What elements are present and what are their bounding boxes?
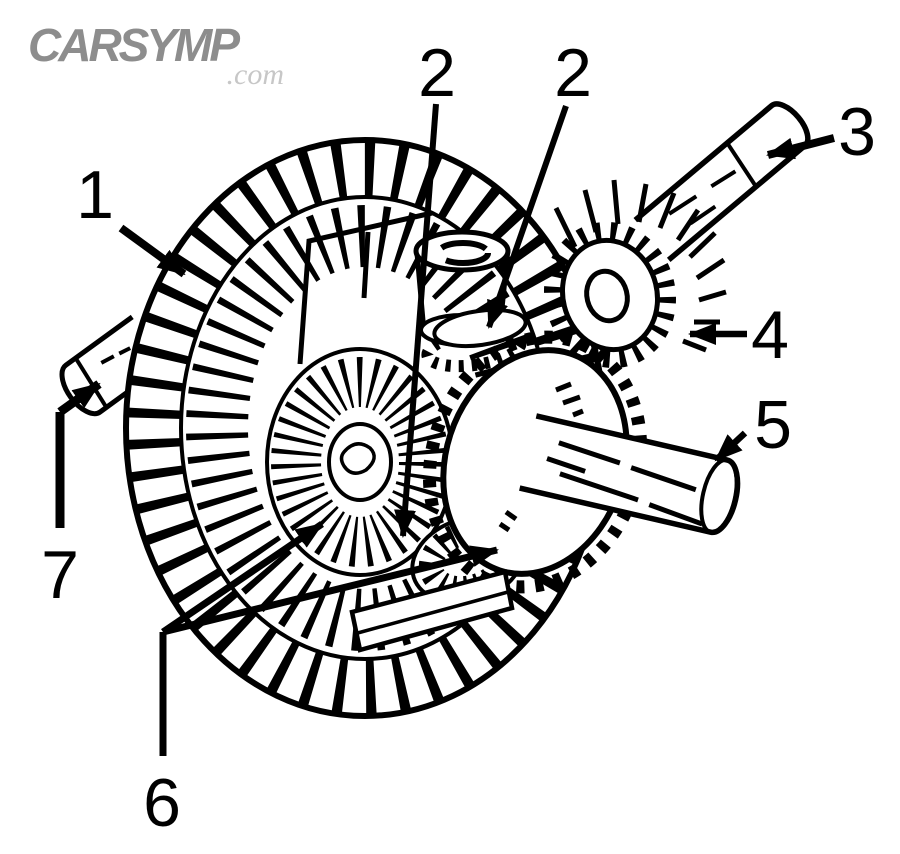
callout-5: 5 <box>754 387 792 463</box>
leader-5 <box>713 430 748 463</box>
callout-1: 1 <box>76 157 114 233</box>
axle-shaft-right <box>519 413 741 536</box>
watermark-logo: CARSYMP .com <box>28 22 298 90</box>
callout-6: 6 <box>143 765 181 841</box>
leader-7a <box>57 380 102 416</box>
leader-lines <box>55 103 835 756</box>
callout-2b: 2 <box>554 35 592 111</box>
callout-2a: 2 <box>418 35 456 111</box>
leader-1 <box>118 224 187 278</box>
logo-brand-text: CARSYMP <box>28 19 240 71</box>
leader-6a <box>161 521 324 635</box>
callout-3: 3 <box>838 94 876 170</box>
logo-tld-text: .com <box>226 58 284 91</box>
callout-7: 7 <box>41 537 79 613</box>
callout-4: 4 <box>751 297 789 373</box>
case-bracket <box>297 210 433 365</box>
drive-pinion-shaft <box>633 101 811 263</box>
leader-2a <box>394 103 439 538</box>
leader-3 <box>766 134 835 160</box>
drive-pinion-gear <box>544 179 727 369</box>
case-lower-flange <box>349 569 515 653</box>
leader-2b <box>486 105 569 329</box>
leader-6b <box>162 545 499 636</box>
callout-numbers: 1 2 2 3 4 5 6 7 <box>41 35 876 841</box>
